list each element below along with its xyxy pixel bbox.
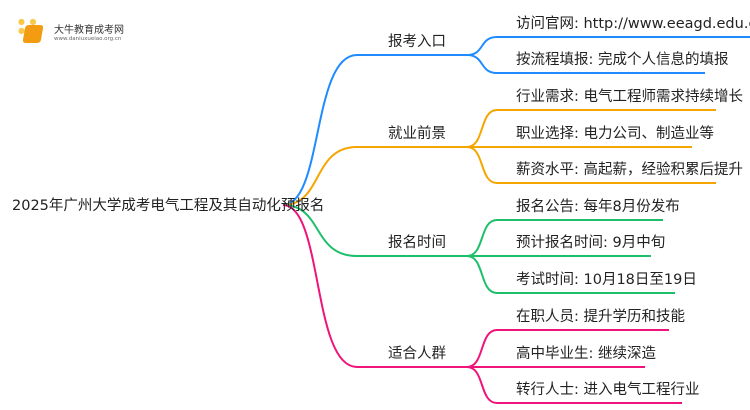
branch-node: 就业前景 — [388, 126, 446, 142]
leaf-node: 薪资水平: 高起薪，经验积累后提升 — [516, 162, 743, 178]
leaf-node: 访问官网: http://www.eeagd.edu.cn/cr — [516, 16, 750, 32]
branch-node: 适合人群 — [388, 346, 446, 362]
leaf-connector — [466, 54, 705, 74]
leaf-connector — [466, 255, 675, 294]
logo-sun-icon: ● ● ● — [18, 17, 38, 35]
root-node: 2025年广州大学成考电气工程及其自动化预报名 — [12, 198, 325, 214]
leaf-connector — [466, 146, 716, 184]
leaf-node: 行业需求: 电气工程师需求持续增长 — [516, 89, 743, 105]
logo-name: 大牛教育成考网 — [54, 25, 124, 36]
site-logo: ● ● ● 大牛教育成考网 www.daniuxueiao.org.cn — [18, 17, 138, 47]
leaf-connector — [466, 36, 750, 56]
leaf-node: 转行人士: 进入电气工程行业 — [516, 382, 700, 398]
leaf-node: 按流程填报: 完成个人信息的填报 — [516, 52, 729, 68]
leaf-node: 预计报名时间: 9月中旬 — [516, 235, 666, 251]
branch-connector — [282, 146, 467, 206]
branch-node: 报考入口 — [388, 34, 446, 50]
leaf-connector — [466, 109, 716, 148]
leaf-node: 考试时间: 10月18日至19日 — [516, 272, 697, 288]
branch-connector — [282, 54, 467, 206]
leaf-node: 在职人员: 提升学历和技能 — [516, 309, 685, 325]
leaf-node: 报名公告: 每年8月份发布 — [516, 199, 680, 215]
leaf-connector — [466, 219, 663, 257]
logo-url: www.daniuxueiao.org.cn — [54, 36, 122, 42]
leaf-connector — [466, 366, 682, 404]
branch-node: 报名时间 — [388, 235, 446, 251]
leaf-connector — [466, 329, 669, 368]
branch-connector — [282, 204, 467, 368]
branch-connector — [282, 204, 467, 257]
leaf-node: 高中毕业生: 继续深造 — [516, 346, 656, 362]
leaf-node: 职业选择: 电力公司、制造业等 — [516, 126, 714, 142]
